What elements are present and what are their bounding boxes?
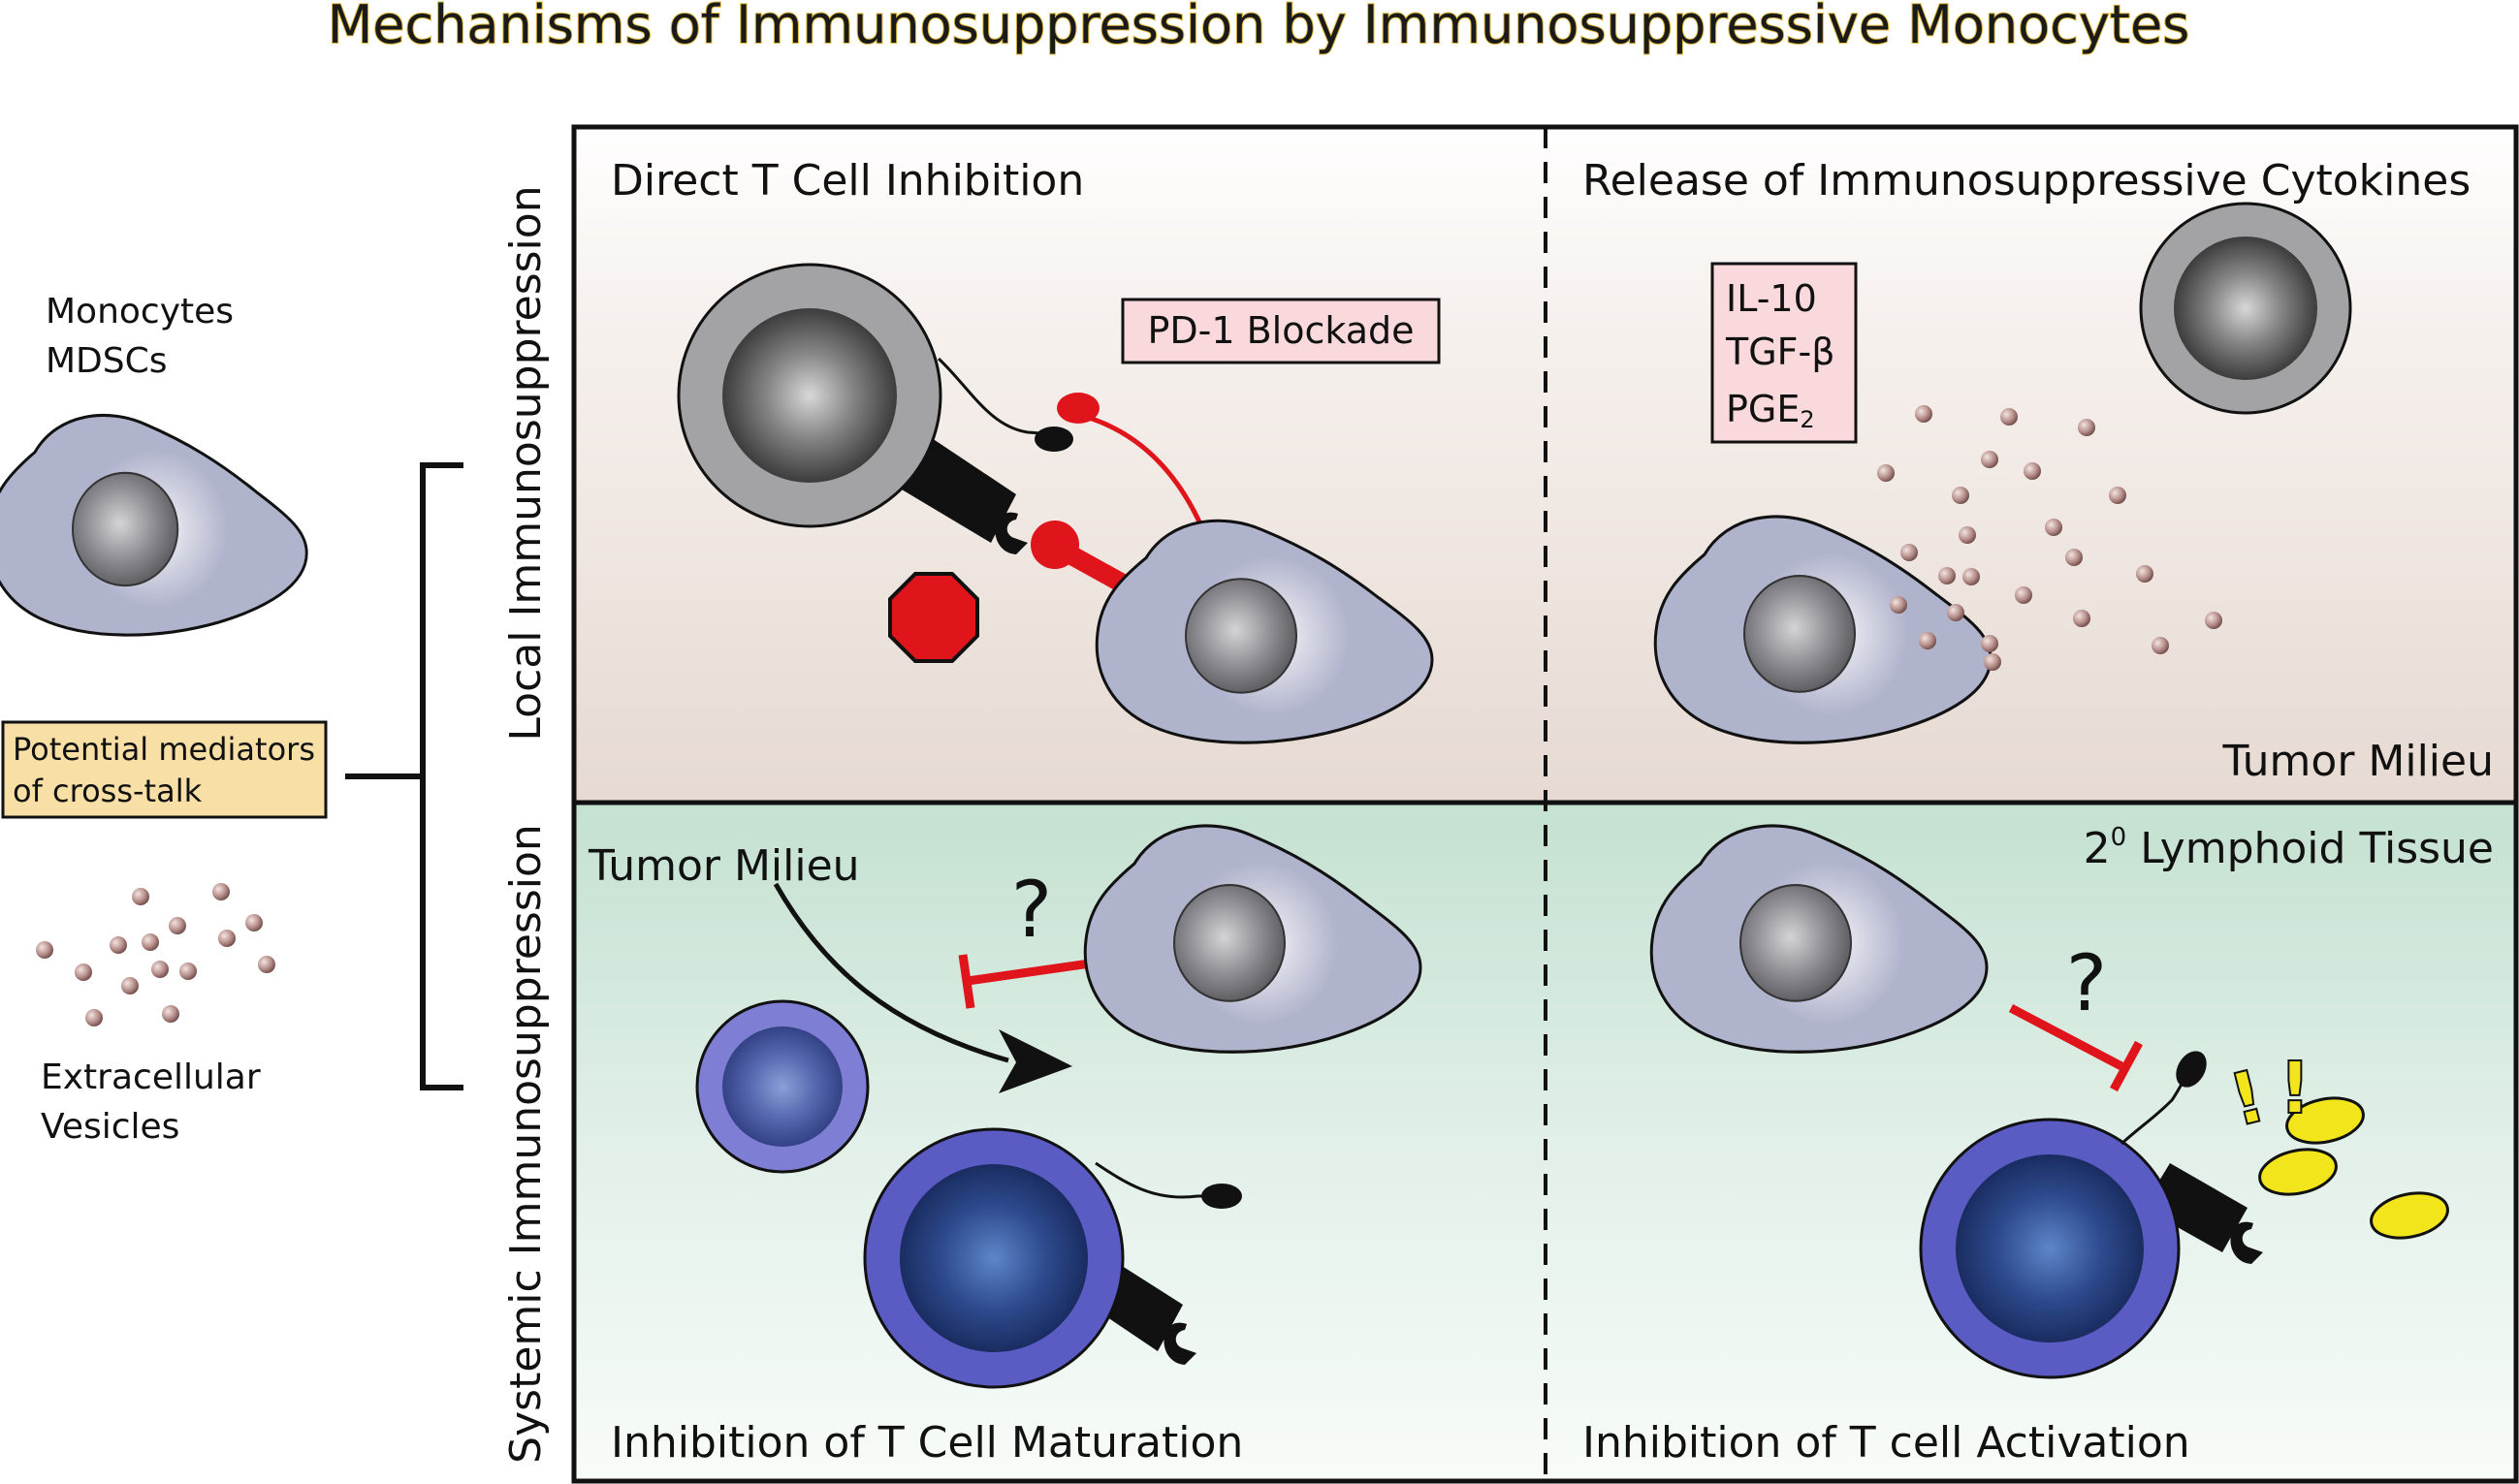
mediators-label-line2: of cross-talk	[13, 773, 203, 809]
cytokine-vesicle-dot	[1947, 604, 1964, 621]
panel-title-cytokines: Release of Immunosuppressive Cytokines	[1582, 156, 2471, 205]
cytokine-vesicle-dot	[1984, 653, 2001, 671]
curved-arrow-icon	[773, 882, 1009, 1063]
vesicle-dot	[162, 1005, 179, 1023]
left-panel: Monocytes MDSCs Potential mediators of c…	[0, 292, 463, 1147]
cytokine-vesicle-dot	[2000, 408, 2018, 426]
cytokine-vesicle-dot	[2015, 586, 2032, 604]
panel-title-direct-inhibition: Direct T Cell Inhibition	[611, 156, 1084, 205]
mature-t-cell	[863, 1127, 1242, 1389]
cytokine-vesicle-dot	[1959, 526, 1976, 544]
vesicle-dot	[110, 936, 127, 954]
panel-direct-t-cell-inhibition: Direct T Cell Inhibition PD-1 Blockade	[611, 156, 1441, 744]
systemic-immunosuppression-label: Systemic Immunosuppression	[501, 824, 551, 1464]
cytokine-vesicle-dot	[2152, 637, 2169, 654]
cytokine-vesicle-dot	[1962, 568, 1980, 585]
vesicle-dot	[258, 956, 275, 973]
panel-t-cell-maturation: Tumor Milieu ? Inhibition of T Cell Matu…	[588, 824, 1422, 1468]
extracellular-vesicles-icon	[36, 883, 275, 1026]
antigen-particles	[2258, 1096, 2449, 1240]
vesicle-dot	[121, 977, 139, 995]
vesicle-dot	[85, 1009, 103, 1026]
cytokine-vesicle-dot	[1890, 596, 1907, 614]
t-cell-grey-right	[2139, 202, 2352, 415]
cytokine-tgf-beta: TGF-β	[1725, 331, 1834, 373]
vesicle-dot	[36, 941, 53, 959]
cytokine-il10: IL-10	[1726, 277, 1817, 320]
caption-activation: Inhibition of T cell Activation	[1582, 1418, 2190, 1468]
inhibition-symbol-activation	[2008, 1004, 2143, 1092]
pd-1-blockade-label: PD-1 Blockade	[1147, 309, 1414, 352]
mediators-label-line1: Potential mediators	[13, 731, 315, 768]
inhibition-symbol-maturation	[958, 954, 1091, 1009]
pd-1-blockade-box	[1121, 298, 1441, 364]
vesicle-dot	[151, 961, 169, 978]
cytokine-vesicle-dot	[2024, 462, 2041, 480]
cytokine-vesicle-dot	[1938, 567, 1956, 584]
question-mark-activation: ?	[2066, 938, 2107, 1028]
vesicle-dot	[212, 883, 230, 900]
tumor-milieu-bottom: Tumor Milieu	[588, 841, 860, 891]
cytokine-vesicle-dot	[1915, 405, 1932, 423]
monocytes-label: Monocytes	[46, 292, 234, 332]
cytokine-vesicle-dot	[2065, 549, 2083, 566]
vesicle-dot	[75, 963, 92, 981]
vesicles-label-line2: Vesicles	[41, 1107, 179, 1147]
arrow-head-icon	[999, 1029, 1072, 1093]
vesicles-label-line1: Extracellular	[41, 1058, 261, 1097]
t-cell-grey	[677, 263, 1073, 554]
vesicle-dot	[142, 933, 159, 951]
local-immunosuppression-label: Local Immunosuppression	[501, 185, 551, 741]
vesicle-dot	[132, 888, 149, 905]
panel-cytokine-release: Release of Immunosuppressive Cytokines I…	[1582, 156, 2494, 786]
cytokine-vesicle-dot	[1877, 464, 1895, 482]
cytokine-box	[1710, 262, 1858, 444]
exclamation-mark-2: !	[2279, 1047, 2312, 1130]
figure-title: Mechanisms of Immunosuppression by Immun…	[328, 0, 2190, 55]
cytokine-vesicle-dot	[1981, 635, 1998, 652]
vesicle-dot	[245, 914, 263, 931]
cytokine-vesicle-dot	[1981, 451, 1998, 468]
caption-maturation: Inhibition of T Cell Maturation	[611, 1418, 1243, 1468]
mdscs-label: MDSCs	[46, 341, 168, 381]
mediators-box	[1, 720, 328, 819]
cytokine-vesicle-dot	[2073, 610, 2090, 627]
lymphoid-tissue-label: 20 Lymphoid Tissue	[2084, 823, 2494, 873]
cytokine-vesicle-dot	[1900, 544, 1918, 561]
cytokine-vesicle-dot	[2205, 612, 2222, 629]
panel-t-cell-activation: 20 Lymphoid Tissue ? ! ! Inhibition of T…	[1582, 823, 2494, 1468]
vesicle-dot	[179, 963, 197, 980]
cytokine-vesicle-dot	[1952, 487, 1969, 504]
cytokine-vesicle-dot	[1919, 632, 1936, 649]
bracket	[345, 462, 463, 1090]
cytokine-vesicle-dot	[2109, 487, 2126, 504]
immature-t-cell	[695, 999, 870, 1174]
monocyte-cell-icon	[0, 413, 308, 637]
cytokine-vesicle-dot	[2078, 419, 2095, 436]
question-mark-maturation: ?	[1011, 865, 1052, 955]
vesicle-dot	[169, 917, 186, 934]
vesicle-dot	[218, 930, 236, 947]
cytokine-particles	[1877, 405, 2222, 671]
cytokine-vesicle-dot	[2136, 565, 2153, 583]
tumor-milieu-top: Tumor Milieu	[2221, 737, 2494, 786]
stop-sign-icon	[888, 572, 979, 663]
cytokine-pge2: PGE2	[1726, 388, 1815, 433]
cytokine-vesicle-dot	[2045, 519, 2062, 536]
activated-t-cell	[1919, 1051, 2263, 1379]
